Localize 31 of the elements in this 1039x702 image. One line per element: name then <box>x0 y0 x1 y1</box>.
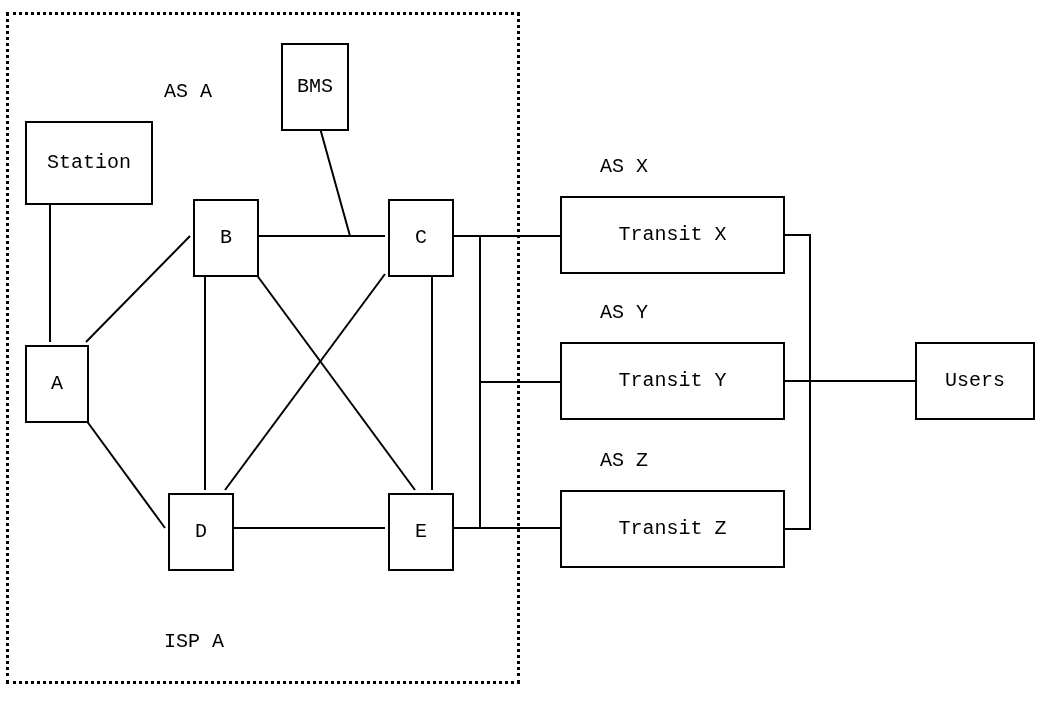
node-label: B <box>220 225 232 251</box>
node-box <box>193 199 259 277</box>
node-box <box>281 43 349 131</box>
node-label: Transit Z <box>618 516 727 542</box>
node-box <box>388 199 454 277</box>
group-label: AS Y <box>600 300 648 326</box>
node-label: A <box>51 371 63 397</box>
node-box <box>25 121 153 205</box>
connector-line <box>784 380 916 530</box>
network-region <box>6 12 520 684</box>
node-box <box>388 493 454 571</box>
node-label: BMS <box>297 74 333 100</box>
node-label: Transit X <box>618 222 727 248</box>
node-label: Station <box>47 150 131 176</box>
connector-line <box>85 235 191 343</box>
node-box <box>560 196 785 274</box>
node-label: C <box>415 225 427 251</box>
node-box <box>560 490 785 568</box>
group-label: AS Z <box>600 448 648 474</box>
connector-line <box>224 273 386 491</box>
group-label: AS X <box>600 154 648 180</box>
node-box <box>560 342 785 420</box>
node-label: Transit Y <box>618 368 727 394</box>
node-label: E <box>415 519 427 545</box>
region-label: AS A <box>164 79 212 105</box>
node-box <box>25 345 89 423</box>
node-label: Users <box>945 368 1005 394</box>
region-label: ISP A <box>164 629 224 655</box>
node-label: D <box>195 519 207 545</box>
node-box <box>168 493 234 571</box>
node-box <box>915 342 1035 420</box>
